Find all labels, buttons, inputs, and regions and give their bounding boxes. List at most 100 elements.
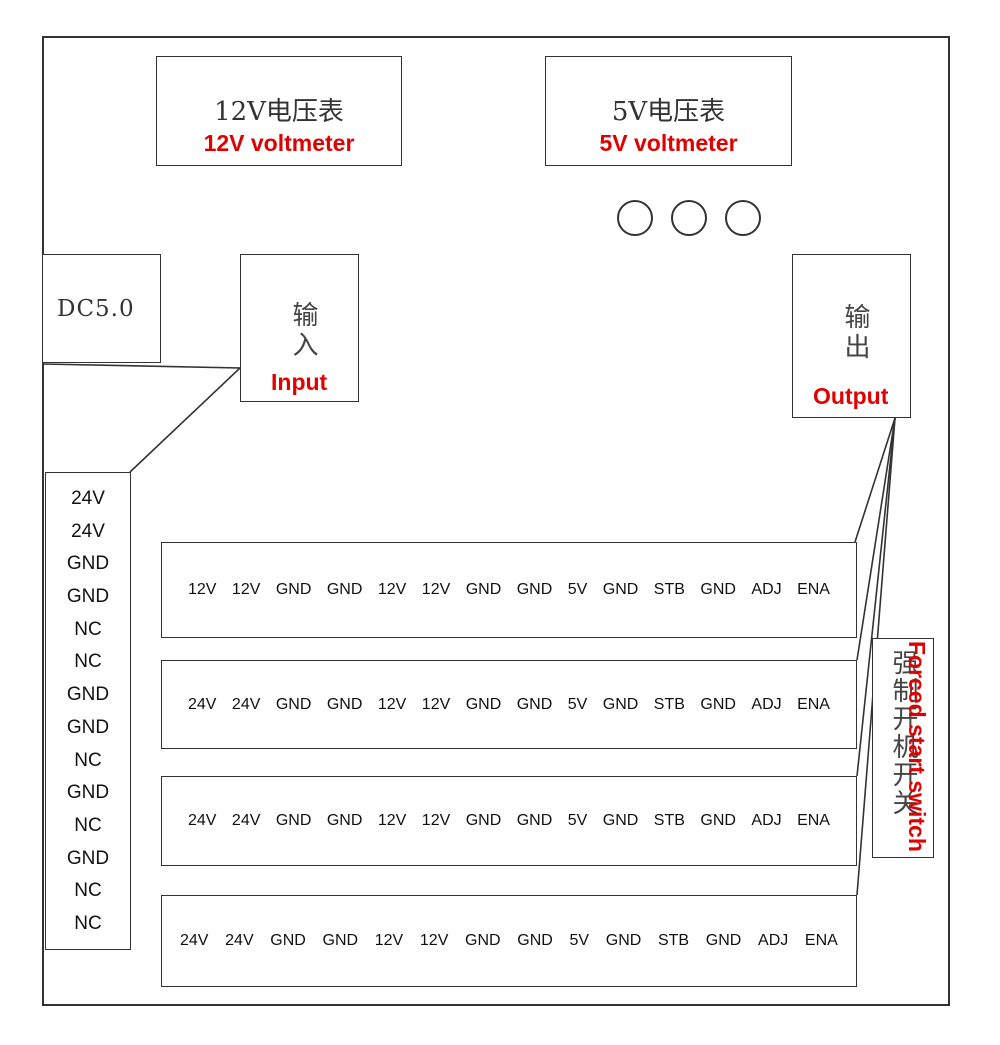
output-leader-line-3 (856, 417, 896, 777)
connector-pin: STB (653, 812, 685, 829)
connector-pin: GND (516, 812, 553, 829)
left-connector-pin: NC (74, 880, 102, 902)
connector-pin: 12V (188, 581, 217, 598)
connector-pin: 24V (231, 695, 261, 713)
connector-pin: GND (270, 932, 306, 949)
connector-pin: 24V (231, 812, 261, 829)
left-connector-pin: GND (66, 847, 110, 869)
connector-pin: 12V (377, 581, 407, 598)
connector-pin: 24V (188, 695, 217, 713)
left-connector: 24V 24V GND GND NC NC GND GND NC GND NC GND NC NC (45, 472, 131, 950)
output-box: 输出 Output (792, 254, 911, 418)
dc-label: DC5.0 (57, 296, 135, 322)
connector-pin: GND (465, 812, 502, 829)
connector-pin: GND (517, 932, 553, 949)
connector-pin: GND (465, 932, 501, 949)
connector-pin: 5V (567, 812, 588, 829)
connector-row-3: 24V 24V GND GND 12V 12V GND GND 5V GND STB GND ADJ EN… (161, 776, 857, 866)
connector-pin: GND (465, 581, 502, 598)
connector-pin: GND (465, 695, 502, 713)
left-connector-pin: NC (74, 618, 102, 640)
connector-pin: GND (700, 581, 736, 598)
connector-pin: GND (516, 581, 553, 598)
output-leader-line-1 (854, 417, 896, 543)
voltmeter-12v: 12V电压表 12V voltmeter (156, 56, 402, 166)
indicator-light-1 (617, 200, 653, 236)
connector-pin: GND (275, 695, 312, 713)
left-connector-pin: NC (74, 651, 102, 673)
indicator-light-3 (725, 200, 761, 236)
connector-pin: 5V (567, 695, 588, 713)
voltmeter-5v-cn-label: 5V电压表 (611, 97, 726, 127)
connector-pin: GND (322, 932, 359, 949)
connector-pin: ENA (797, 812, 830, 829)
left-connector-pin: GND (66, 586, 110, 608)
connector-pin: 12V (377, 812, 407, 829)
input-leader-line (41, 363, 242, 473)
board-outline (42, 36, 950, 1006)
connector-row-2: 24V 24V GND GND 12V 12V GND GND 5V GND STB GND ADJ EN… (161, 660, 857, 749)
connector-pin: GND (700, 812, 736, 829)
connector-pin: 12V (231, 581, 261, 598)
connector-pin: GND (326, 812, 363, 829)
connector-pin: 5V (569, 932, 590, 949)
connector-pin: 24V (180, 932, 209, 949)
input-box: 输入 Input (240, 254, 359, 402)
left-connector-pin: GND (66, 553, 110, 575)
connector-pin: ADJ (751, 812, 782, 829)
connector-pin: STB (657, 932, 690, 949)
connector-pin: 12V (421, 581, 451, 598)
left-connector-pin: NC (74, 749, 102, 771)
input-cn-label: 输入 (288, 301, 318, 361)
output-en-label: Output (813, 383, 889, 409)
connector-pin: 24V (225, 932, 254, 949)
connector-pin: GND (326, 581, 363, 598)
connector-pin: 12V (419, 932, 449, 949)
connector-pin: 12V (421, 695, 451, 713)
connector-pin: GND (275, 581, 312, 598)
switch-en-label: Forced start switch (904, 641, 930, 852)
connector-pin: GND (705, 932, 742, 949)
voltmeter-5v-en-label: 5V voltmeter (599, 130, 738, 156)
connector-row-1: 12V 12V GND GND 12V 12V GND GND 5V GND STB GND ADJ EN… (161, 542, 857, 638)
connector-pin: ENA (797, 695, 830, 713)
connector-pin: 12V (374, 932, 404, 949)
connector-pin: GND (326, 695, 363, 713)
connector-pin: 12V (377, 695, 407, 713)
connector-pin: GND (602, 812, 639, 829)
connector-pin: 12V (421, 812, 451, 829)
connector-pin: ENA (797, 581, 830, 598)
left-connector-pin: NC (74, 814, 102, 836)
left-connector-pin: NC (74, 912, 102, 934)
connector-pin: GND (602, 695, 639, 713)
left-connector-pin: GND (66, 684, 110, 706)
connector-pin: GND (605, 932, 642, 949)
connector-pin: GND (516, 695, 553, 713)
output-cn-label: 输出 (840, 303, 870, 363)
dc-block: DC5.0 (42, 254, 161, 363)
connector-pin: ADJ (758, 932, 789, 949)
connector-pin: GND (700, 695, 736, 713)
connector-pin: GND (275, 812, 312, 829)
left-connector-pin: GND (66, 716, 110, 738)
connector-pin: 24V (188, 812, 217, 829)
forced-start-switch: 强制开机开关 (872, 638, 934, 858)
indicator-light-2 (671, 200, 707, 236)
voltmeter-5v: 5V电压表 5V voltmeter (545, 56, 792, 166)
input-en-label: Input (271, 369, 328, 395)
connector-pin: 5V (567, 581, 588, 598)
left-connector-pin: 24V (71, 488, 105, 509)
connector-pin: ADJ (751, 695, 782, 713)
switch-cn-label: 强制开机开关 (888, 649, 918, 817)
connector-row-4: 24V 24V GND GND 12V 12V GND GND 5V GND STB GND ADJ EN… (161, 895, 857, 987)
connector-pin: STB (653, 581, 685, 598)
voltmeter-12v-en-label: 12V voltmeter (203, 130, 355, 156)
left-connector-pin: GND (66, 782, 110, 804)
connector-pin: STB (653, 695, 685, 713)
connector-pin: ADJ (751, 581, 782, 598)
left-connector-pin: 24V (71, 520, 105, 542)
connector-pin: ENA (804, 932, 838, 949)
voltmeter-12v-cn-label: 12V电压表 (214, 97, 344, 127)
connector-pin: GND (602, 581, 639, 598)
